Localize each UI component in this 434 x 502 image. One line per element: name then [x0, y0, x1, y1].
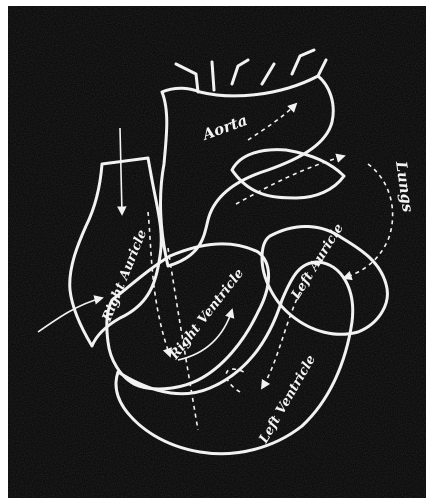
heart-diagram: Aorta Lungs Right Auricle Right Ventricl… — [0, 0, 434, 502]
